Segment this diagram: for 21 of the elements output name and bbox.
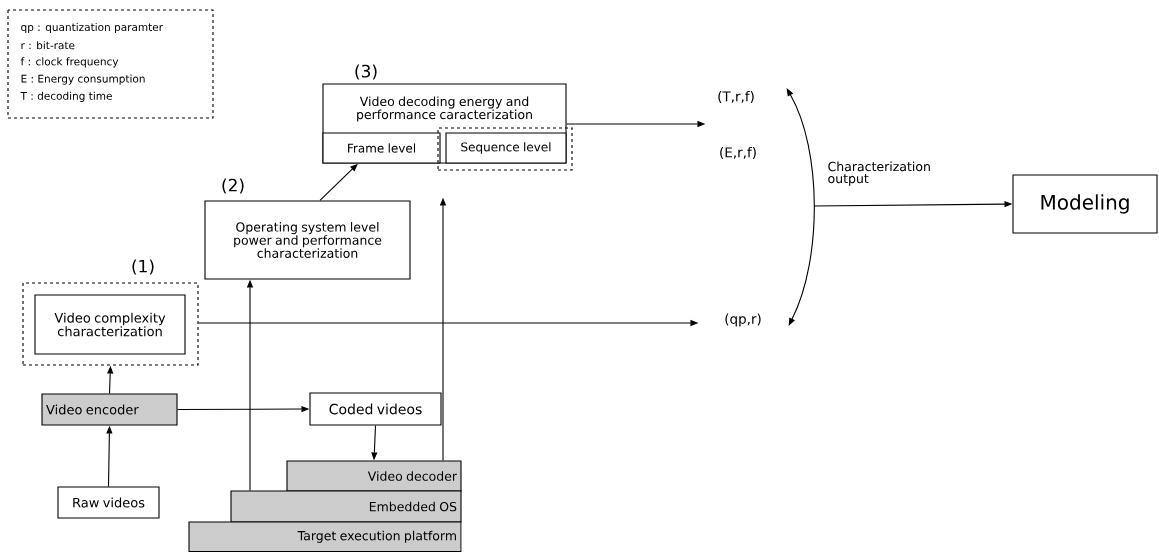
arrow (786, 88, 815, 326)
group-box (437, 127, 573, 171)
component-box: Video encoder (41, 393, 178, 426)
process-box: Video complexity characterization (34, 294, 186, 355)
output-label: (T,r,f) (718, 91, 754, 104)
process-box: Operating system level power and performance characterization (204, 200, 411, 280)
process-box: Frame level (322, 132, 441, 164)
layer-box: Embedded OS (230, 490, 462, 523)
layer-box: Video decoder (286, 460, 462, 492)
output-label: (qp,r) (725, 313, 761, 327)
step-number: (1) (132, 259, 154, 275)
process-box: Coded videos (309, 392, 442, 426)
output-label: (E,r,f) (720, 147, 756, 160)
step-number: (2) (222, 178, 244, 194)
process-box: Modeling (1012, 174, 1158, 234)
definitions-box: qp : quantization paramter r : bit-rate f : clock frequency E : Energy consumption T : decoding time (7, 9, 214, 119)
layer-box: Target execution platform (188, 521, 462, 552)
process-box: Sequence level (445, 132, 567, 164)
step-number: (3) (355, 64, 377, 80)
edge-label: Characterization output (826, 160, 939, 187)
process-box: Raw videos (57, 486, 160, 519)
